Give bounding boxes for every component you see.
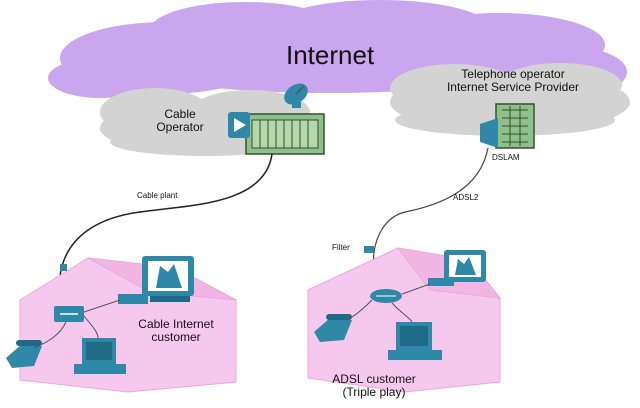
cable-inner-wiring [33, 299, 121, 349]
telephone-operator-line2: Internet Service Provider [446, 79, 580, 94]
adsl-inner-wiring [345, 283, 431, 323]
internet-label: Internet [286, 40, 375, 70]
cable-operator-line1: Cable [164, 107, 196, 121]
adsl-customer-line1: ADSL customer [332, 372, 416, 386]
cable-tv-icon [142, 256, 194, 302]
adsl-set-top-box-icon [428, 278, 454, 286]
cmts-equipment-icon [245, 113, 325, 155]
cable-operator-label: Cable Operator [150, 108, 210, 133]
adsl-tv-icon [444, 250, 486, 282]
filter-label: Filter [332, 243, 350, 252]
telephone-operator-line1: Telephone operator [461, 67, 565, 81]
cable-set-top-box-icon [118, 294, 148, 304]
adsl-router-icon [370, 289, 402, 303]
cable-phone-icon [6, 340, 42, 368]
telephone-operator-label: Telephone operator Internet Service Prov… [408, 68, 618, 93]
cable-customer-line1: Cable Internet [138, 317, 214, 331]
cable-computer-icon [74, 338, 126, 374]
cable-customer-line2: customer [151, 329, 201, 344]
cable-splitter-icon [60, 264, 67, 271]
dslam-label: DSLAM [492, 153, 520, 162]
satellite-dish-icon [284, 83, 308, 108]
internet-cloud [48, 0, 627, 98]
cable-customer-label: Cable Internet customer [124, 318, 228, 343]
adsl-customer-line2: (Triple play) [342, 384, 406, 399]
cable-plant-label: Cable plant [137, 191, 178, 200]
filter-icon [364, 246, 374, 253]
adsl-customer-label: ADSL customer (Triple play) [318, 373, 430, 398]
adsl2-label: ADSL2 [453, 193, 479, 202]
cable-modem-icon [54, 306, 84, 322]
adsl-phone-icon [314, 314, 352, 342]
dslam-icon [480, 103, 535, 149]
cable-operator-line2: Operator [156, 119, 204, 134]
isp-cloud [390, 63, 630, 136]
router-icon [228, 112, 250, 138]
adsl-computer-icon [388, 322, 442, 360]
